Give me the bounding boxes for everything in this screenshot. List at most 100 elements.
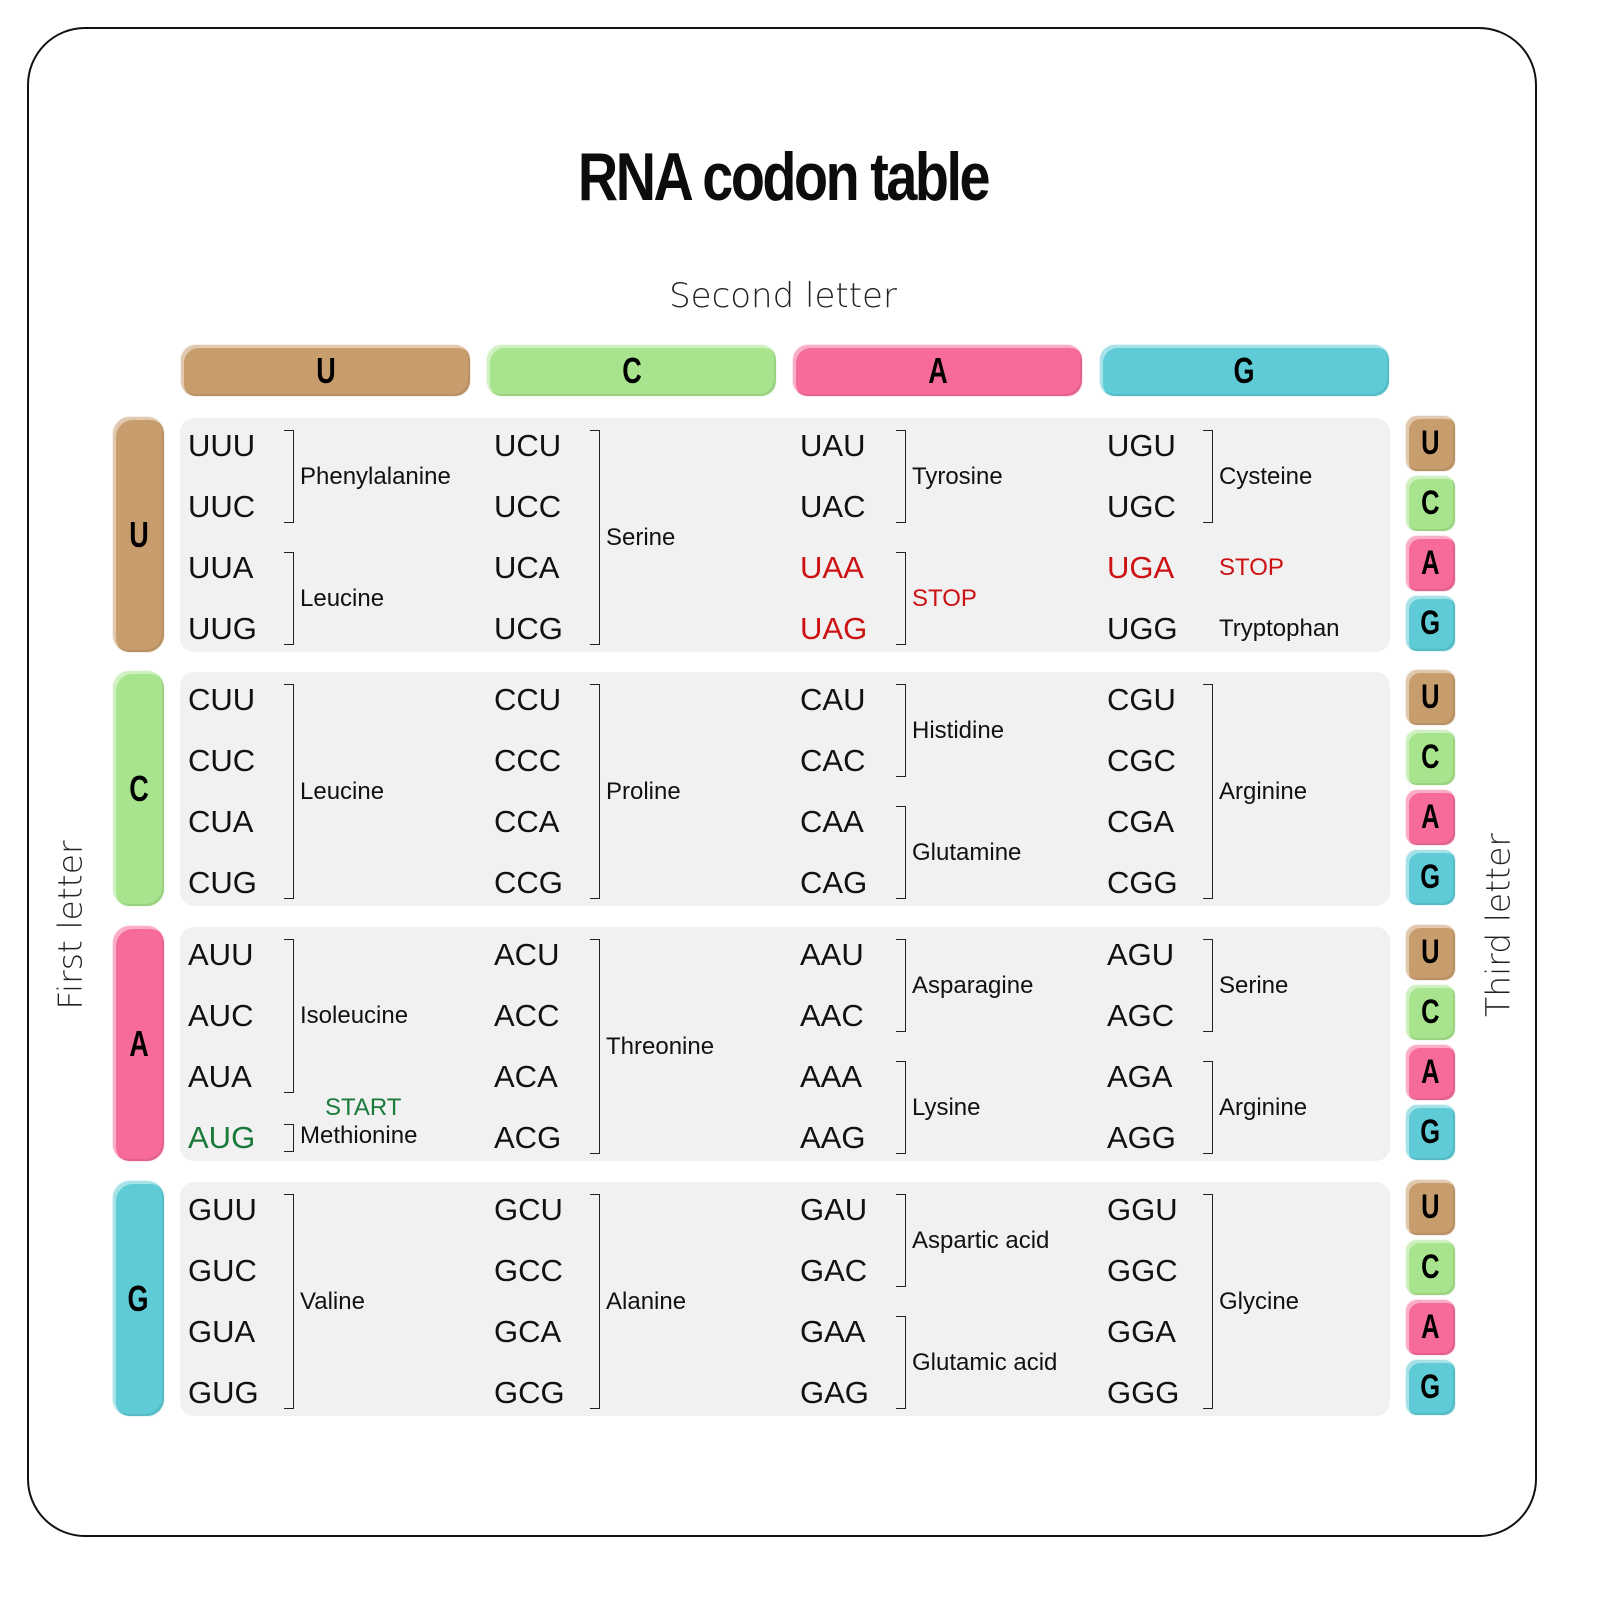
bracket	[590, 939, 600, 1154]
codon-UAC: UAC	[800, 489, 866, 524]
bracket	[896, 1194, 906, 1287]
amino-acid-label: Aspartic acid	[912, 1226, 1050, 1254]
third-letter-A: A	[1405, 535, 1456, 592]
third-letter-C: C	[1405, 1239, 1456, 1296]
bracket	[1203, 684, 1213, 899]
codon-GGA: GGA	[1107, 1314, 1176, 1349]
pill-label: A	[927, 349, 948, 391]
pill-label: C	[621, 349, 642, 391]
third-letter-G: G	[1405, 1359, 1456, 1416]
pill-label: G	[1420, 858, 1441, 896]
pill-label: A	[1421, 798, 1440, 836]
codon-GAG: GAG	[800, 1375, 869, 1410]
codon-UUU: UUU	[188, 428, 256, 463]
codon-CUA: CUA	[188, 804, 254, 839]
codon-AAC: AAC	[800, 998, 864, 1033]
third-letter-U: U	[1405, 669, 1456, 726]
codon-UGA: UGA	[1107, 550, 1175, 585]
second-letter-G: G	[1099, 344, 1390, 397]
amino-acid-label: Arginine	[1219, 1093, 1308, 1121]
bracket	[896, 939, 906, 1032]
second-letter-C: C	[486, 344, 777, 397]
codon-CCU: CCU	[494, 682, 562, 717]
codon-GAC: GAC	[800, 1253, 868, 1288]
codon-UGG: UGG	[1107, 611, 1178, 646]
codon-GGG: GGG	[1107, 1375, 1180, 1410]
codon-UGU: UGU	[1107, 428, 1176, 463]
bracket	[284, 552, 294, 645]
codon-ACG: ACG	[494, 1120, 562, 1155]
pill-label: U	[1421, 424, 1440, 462]
first-letter-C: C	[112, 670, 165, 907]
amino-acid-label: Glycine	[1219, 1287, 1300, 1315]
codon-AGA: AGA	[1107, 1059, 1173, 1094]
codon-AUC: AUC	[188, 998, 254, 1033]
page-title: RNA codon table	[577, 139, 991, 215]
pill-label: A	[1421, 1308, 1440, 1346]
amino-acid-label: STOP	[1219, 554, 1284, 581]
codon-UCG: UCG	[494, 611, 563, 646]
codon-UUC: UUC	[188, 489, 256, 524]
first-letter-G: G	[112, 1180, 165, 1417]
pill-label: U	[1421, 678, 1440, 716]
third-letter-G: G	[1405, 849, 1456, 906]
codon-CGU: CGU	[1107, 682, 1176, 717]
amino-acid-label: Leucine	[300, 777, 385, 805]
pill-label: U	[1421, 1188, 1440, 1226]
codon-AUA: AUA	[188, 1059, 252, 1094]
codon-CGC: CGC	[1107, 743, 1176, 778]
outer-frame	[27, 27, 1537, 1537]
codon-GUU: GUU	[188, 1192, 257, 1227]
third-letter-U: U	[1405, 415, 1456, 472]
bracket	[896, 1061, 906, 1154]
bracket	[284, 1194, 294, 1409]
amino-acid-label: Tryptophan	[1219, 615, 1340, 642]
pill-label: A	[128, 1022, 149, 1064]
first-letter-A: A	[112, 925, 165, 1162]
codon-AUG: AUG	[188, 1120, 256, 1155]
pill-label: C	[1421, 484, 1440, 522]
codon-UCA: UCA	[494, 550, 560, 585]
bracket	[590, 430, 600, 645]
pill-label: U	[315, 349, 336, 391]
codon-GCC: GCC	[494, 1253, 563, 1288]
first-letter-label: First letter	[50, 840, 90, 1010]
third-letter-C: C	[1405, 984, 1456, 1041]
pill-label: A	[1421, 1053, 1440, 1091]
third-letter-U: U	[1405, 1179, 1456, 1236]
row-panel-C	[180, 672, 1390, 906]
pill-label: C	[1421, 738, 1440, 776]
codon-CAU: CAU	[800, 682, 866, 717]
codon-GUA: GUA	[188, 1314, 256, 1349]
amino-acid-label: Valine	[300, 1287, 365, 1315]
codon-CAC: CAC	[800, 743, 866, 778]
bracket	[1203, 430, 1213, 523]
codon-CAA: CAA	[800, 804, 864, 839]
codon-AUU: AUU	[188, 937, 254, 972]
codon-AGU: AGU	[1107, 937, 1175, 972]
codon-ACA: ACA	[494, 1059, 558, 1094]
codon-UUA: UUA	[188, 550, 254, 585]
pill-label: G	[1420, 1368, 1441, 1406]
amino-acid-label: Histidine	[912, 716, 1005, 744]
second-letter-A: A	[792, 344, 1083, 397]
third-letter-C: C	[1405, 729, 1456, 786]
codon-AAU: AAU	[800, 937, 864, 972]
bracket	[896, 552, 906, 645]
second-letter-label: Second letter	[669, 276, 897, 316]
codon-ACC: ACC	[494, 998, 560, 1033]
codon-CUU: CUU	[188, 682, 256, 717]
second-letter-U: U	[180, 344, 471, 397]
bracket	[896, 430, 906, 523]
codon-GCA: GCA	[494, 1314, 562, 1349]
codon-UCC: UCC	[494, 489, 562, 524]
amino-acid-label: Serine	[1219, 971, 1289, 999]
amino-acid-label: Glutamic acid	[912, 1348, 1058, 1376]
amino-acid-label: Serine	[606, 523, 676, 551]
start-label: START	[325, 1094, 402, 1121]
pill-label: A	[1421, 544, 1440, 582]
amino-acid-label: Leucine	[300, 584, 385, 612]
bracket	[590, 1194, 600, 1409]
third-letter-U: U	[1405, 924, 1456, 981]
codon-AGC: AGC	[1107, 998, 1175, 1033]
